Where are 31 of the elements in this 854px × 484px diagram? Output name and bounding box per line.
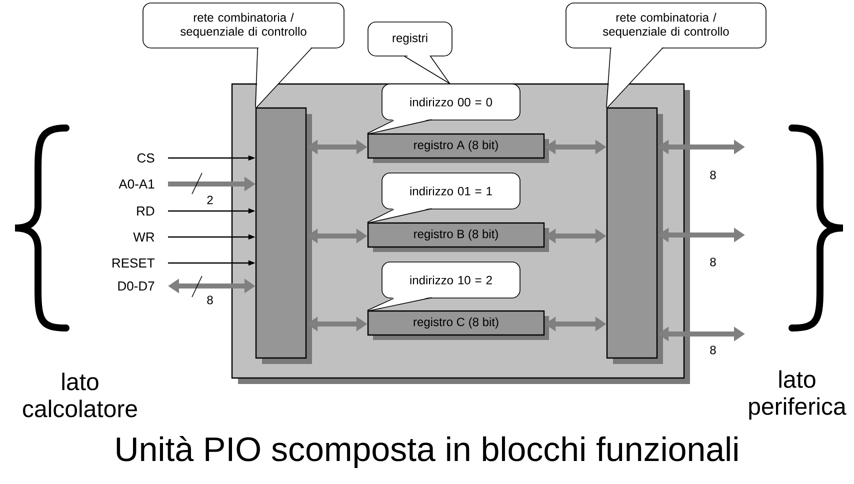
callout-bubble: indirizzo 00 = 0 <box>368 84 520 134</box>
side-label: lato calcolatore <box>23 372 137 418</box>
leader-line <box>367 120 394 134</box>
signal-label: A0-A1 <box>118 179 154 189</box>
side-label: lato periferica <box>749 370 846 420</box>
callout-bubble: rete combinatoria / sequenziale di controllo <box>142 2 344 108</box>
register-box: registro C (8 bit) <box>367 310 549 340</box>
register-box: registro B (8 bit) <box>367 222 549 252</box>
caption: Unità PIO scomposta in blocchi funzionali <box>116 436 738 468</box>
signal-label: CS <box>137 153 154 163</box>
callout-bubble: registri <box>368 22 452 84</box>
control-block <box>606 107 663 364</box>
leader-line <box>404 56 450 84</box>
leader-line <box>255 48 258 108</box>
bus-width-label: 8 <box>710 170 716 180</box>
bus-width-label: 8 <box>710 346 716 354</box>
leader-line <box>606 48 611 108</box>
signal-label: RESET <box>112 258 154 268</box>
signal-label: WR <box>133 232 154 242</box>
register-box: registro A (8 bit) <box>367 133 549 163</box>
callout-bubble: indirizzo 01 = 1 <box>368 172 520 224</box>
callout-bubble: indirizzo 10 = 2 <box>368 262 520 312</box>
callout-bubble: rete combinatoria / sequenziale di controllo <box>566 2 766 108</box>
bus-width-label: 2 <box>207 196 213 204</box>
leader-line <box>367 298 394 311</box>
bus-width-label: 8 <box>207 296 213 304</box>
control-block <box>255 107 312 364</box>
leader-line <box>367 209 394 223</box>
signal-label: RD <box>137 206 154 216</box>
signal-label: D0-D7 <box>118 281 154 291</box>
bus-width-label: 8 <box>710 258 716 266</box>
